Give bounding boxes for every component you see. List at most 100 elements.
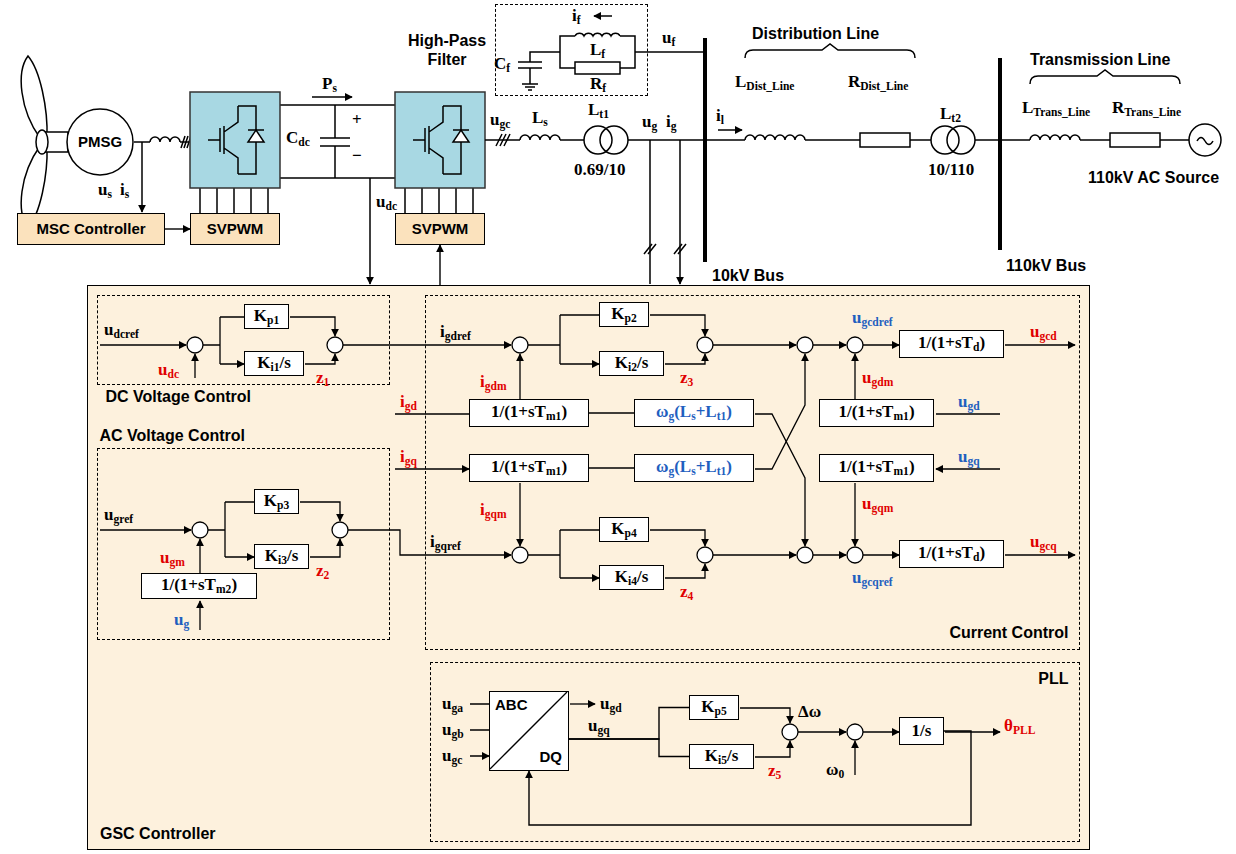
block-label: 1/(1+sTm1) bbox=[491, 402, 567, 424]
text-part: ω bbox=[826, 760, 838, 779]
text-part: i bbox=[430, 532, 435, 551]
transfer-block: Ki4/s bbox=[599, 565, 664, 590]
wire-path bbox=[755, 741, 790, 757]
block-label: Kp3 bbox=[264, 491, 289, 513]
text-part: − bbox=[352, 146, 362, 165]
subscript-part: gqref bbox=[435, 540, 461, 553]
wire-path bbox=[141, 142, 143, 212]
text-part: u bbox=[442, 720, 451, 739]
signal-label: Δω bbox=[798, 702, 821, 722]
subscript-part: gd bbox=[405, 400, 417, 413]
text-part: DQ bbox=[540, 748, 563, 765]
subscript-part: Trans_Line bbox=[1124, 106, 1181, 119]
subscript-part: p5 bbox=[715, 705, 727, 718]
wire-path bbox=[813, 344, 846, 345]
symbol-circle bbox=[332, 522, 348, 538]
wire-path bbox=[594, 15, 612, 17]
symbol-circle bbox=[847, 337, 863, 353]
text-part: K bbox=[257, 353, 270, 372]
signal-label: ugq bbox=[958, 447, 980, 469]
text-part: u bbox=[1030, 322, 1039, 341]
text-part: u bbox=[600, 694, 609, 713]
text-part: ) bbox=[979, 543, 985, 562]
block-label: 1/(1+sTm1) bbox=[491, 457, 567, 479]
text-part: u bbox=[160, 548, 169, 567]
wire-path bbox=[1160, 139, 1189, 141]
wire-path bbox=[854, 741, 855, 775]
text-part: u bbox=[158, 360, 167, 379]
generator-circle: PMSG bbox=[66, 108, 134, 176]
text-part: 1/(1+sT bbox=[918, 543, 973, 562]
text-part: 110kV Bus bbox=[1006, 257, 1086, 274]
group-box: DC Voltage ControlKp1Ki1/s bbox=[97, 295, 390, 385]
signal-label: udc bbox=[158, 360, 179, 382]
text-part: /s bbox=[637, 567, 648, 586]
signal-label: 0.69/10 bbox=[574, 160, 625, 180]
symbol-circle bbox=[512, 337, 528, 353]
wire-path bbox=[936, 414, 1000, 469]
signal-label: Cdc bbox=[286, 128, 310, 150]
subscript-part: PLL bbox=[1013, 724, 1035, 737]
subscript-part: p3 bbox=[277, 499, 289, 512]
wire-path bbox=[755, 414, 805, 546]
text-part: 1/(1+sT bbox=[491, 457, 546, 476]
signal-label: udc bbox=[376, 192, 397, 214]
transfer-block: 1/s bbox=[899, 717, 944, 745]
turbine-hub bbox=[36, 130, 48, 154]
subscript-part: s bbox=[107, 188, 112, 201]
signal-label: z3 bbox=[680, 368, 693, 390]
subscript-part: i5 bbox=[718, 754, 727, 767]
subscript-part: i4 bbox=[628, 575, 637, 588]
symbol-rect bbox=[1110, 133, 1160, 147]
text-part: R bbox=[1112, 98, 1124, 117]
text-part: High-Pass Filter bbox=[408, 32, 486, 68]
text-part: u bbox=[104, 320, 113, 339]
block-label: 1/(1+sTm2) bbox=[161, 575, 237, 597]
text-part: K bbox=[705, 746, 718, 765]
subscript-part: s bbox=[332, 82, 337, 95]
signal-label: igd bbox=[400, 392, 417, 414]
block-label: Ki1/s bbox=[257, 353, 291, 375]
text-part: /s bbox=[287, 546, 298, 565]
subscript-part: s bbox=[125, 188, 130, 201]
symbol-circle bbox=[512, 547, 528, 563]
subscript-part: gb bbox=[451, 728, 463, 741]
controller-box: SVPWM bbox=[190, 213, 280, 245]
subscript-part: gq bbox=[597, 724, 609, 737]
symbol-circle bbox=[847, 724, 863, 740]
signal-label: ugdm bbox=[862, 368, 893, 390]
text-part: /s bbox=[637, 353, 648, 372]
wire-path bbox=[203, 317, 220, 364]
signal-label: igqref bbox=[430, 532, 461, 554]
text-part: u bbox=[98, 180, 107, 199]
block-label: SVPWM bbox=[207, 220, 264, 238]
text-part: (L bbox=[674, 457, 691, 476]
symbol-circle bbox=[187, 337, 203, 353]
wire-path bbox=[520, 135, 560, 140]
text-part: ABC bbox=[495, 696, 528, 713]
signal-label: θPLL bbox=[1004, 716, 1035, 738]
signal-label: ugc bbox=[442, 746, 462, 768]
transfer-block: 1/(1+sTm1) bbox=[819, 399, 934, 427]
text-part: z bbox=[680, 368, 688, 387]
wire-path bbox=[369, 178, 371, 284]
symbol-rect bbox=[87, 285, 1090, 850]
subscript-part: p2 bbox=[625, 312, 637, 325]
wire-path bbox=[199, 539, 200, 574]
subscript-part: m1 bbox=[893, 466, 908, 479]
wire-path bbox=[745, 135, 805, 140]
symbol-circle bbox=[192, 522, 208, 538]
signal-label: z1 bbox=[316, 368, 329, 390]
text-part: u bbox=[174, 610, 183, 629]
symbol-circle bbox=[782, 724, 798, 740]
wire-path bbox=[150, 137, 180, 142]
group-heading: PLL bbox=[1038, 669, 1068, 688]
group-heading: AC Voltage Control bbox=[100, 426, 245, 445]
subscript-part: 2 bbox=[324, 569, 330, 582]
text-part: ) bbox=[909, 402, 915, 421]
signal-label: ugd bbox=[600, 694, 622, 716]
block-label: Kp1 bbox=[254, 306, 279, 328]
transfer-block: Kp2 bbox=[599, 302, 649, 327]
section-heading: Distribution Line bbox=[752, 24, 879, 43]
